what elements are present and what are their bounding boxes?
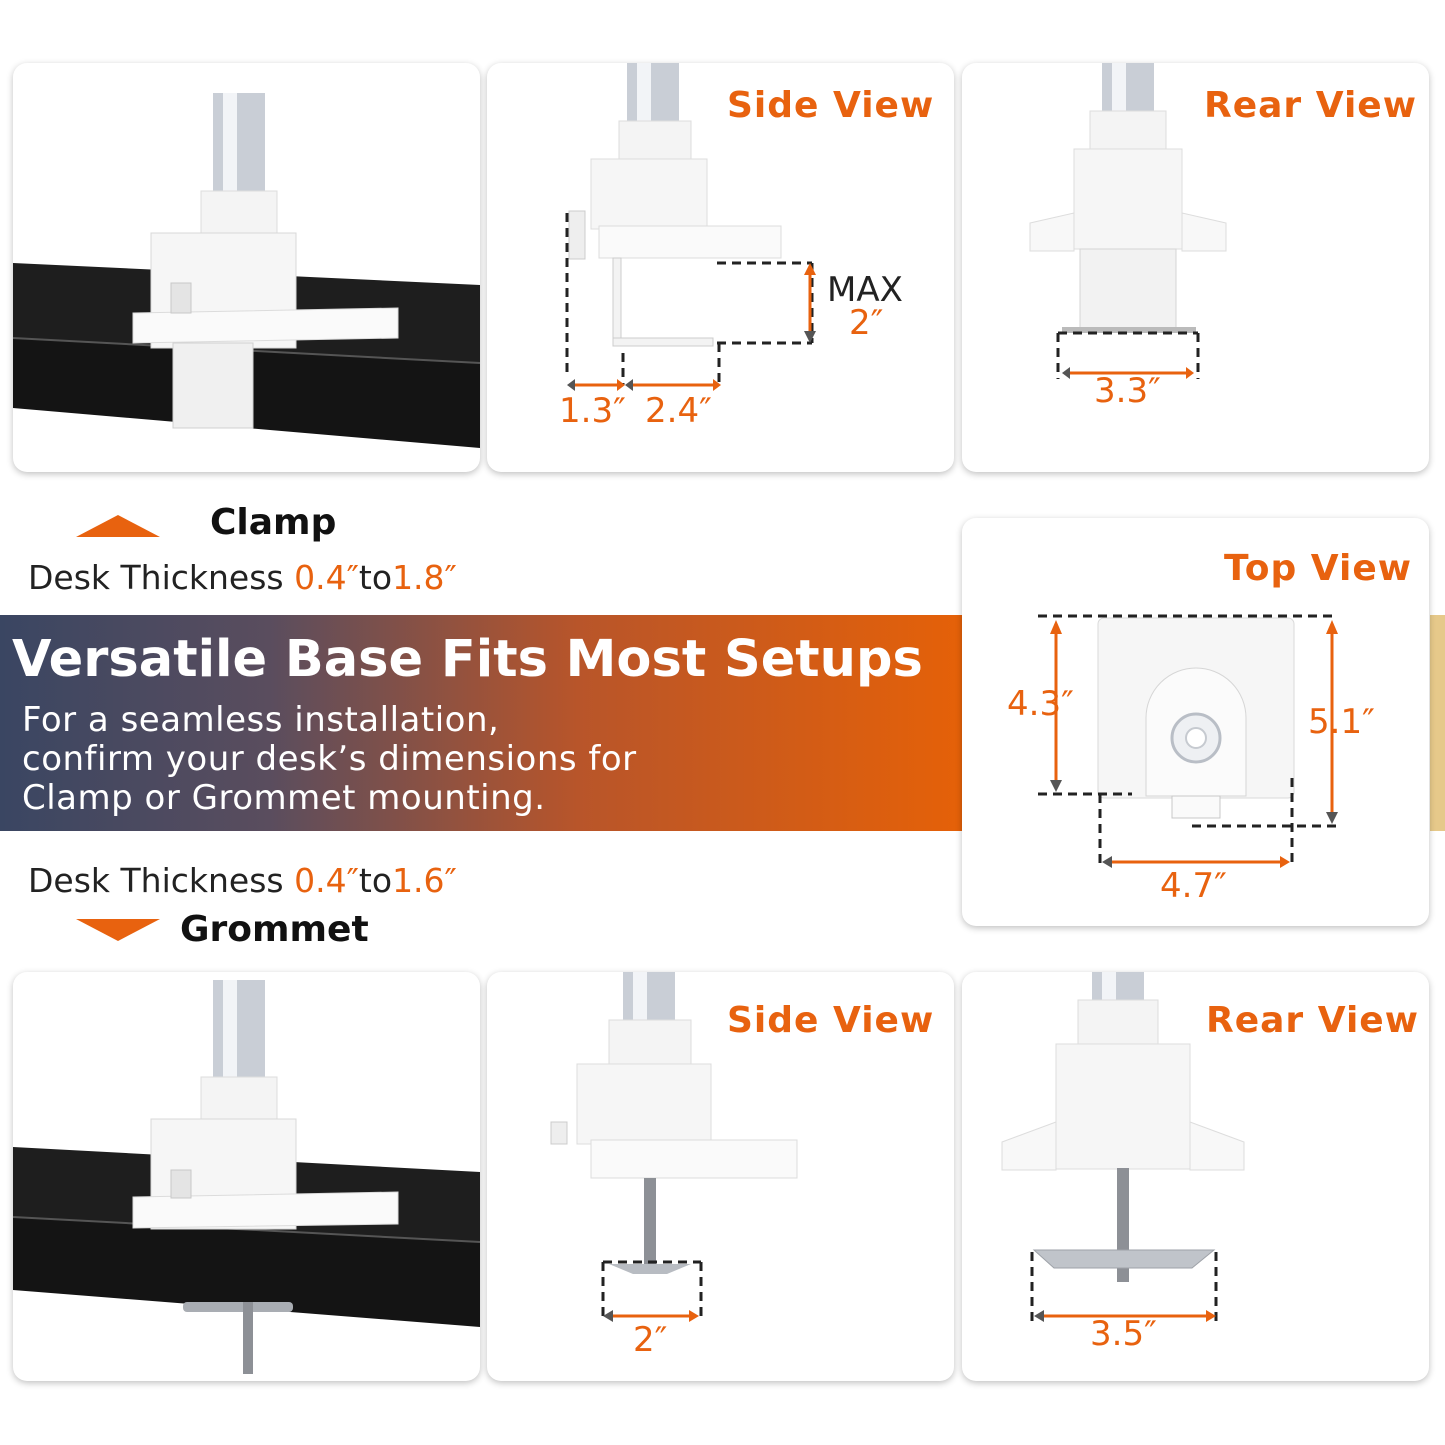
top-view-right-height: 5.1″: [1308, 702, 1375, 742]
clamp-max-value: 2″: [849, 303, 884, 343]
grommet-mount-illustration: [13, 980, 480, 1374]
clamp-side-view-card: Side View MAX 2″ 1.3″ 2.4″: [487, 63, 954, 472]
banner-subtitle-line-1: For a seamless installation,: [22, 700, 500, 740]
grommet-thickness-sep: to: [358, 861, 393, 900]
top-view-width: 4.7″: [1160, 866, 1227, 906]
grommet-thickness-max: 1.6″: [392, 861, 457, 900]
clamp-side-dim-b: 2.4″: [645, 391, 712, 431]
clamp-side-dim-a: 1.3″: [559, 391, 626, 431]
grommet-side-view-illustration: [550, 972, 798, 1322]
banner-subtitle-line-2: confirm your desk’s dimensions for: [22, 739, 637, 779]
grommet-rear-view-illustration: [1001, 972, 1245, 1322]
clamp-arrow-up-icon: [76, 515, 160, 537]
clamp-rear-width: 3.3″: [1094, 371, 1161, 411]
grommet-arrow-down-icon: [76, 919, 160, 941]
grommet-rear-view-title: Rear View: [1206, 1000, 1419, 1041]
top-view-illustration: [1038, 614, 1338, 868]
clamp-thickness-prefix: Desk Thickness: [28, 558, 295, 597]
clamp-mount-illustration: [13, 93, 480, 448]
top-view-title: Top View: [1224, 548, 1413, 589]
banner-title: Versatile Base Fits Most Setups: [12, 630, 923, 689]
grommet-side-plate-width: 2″: [633, 1320, 668, 1360]
clamp-photo-card: [13, 63, 480, 472]
clamp-rear-view-title: Rear View: [1204, 85, 1417, 126]
headline-banner: [0, 615, 963, 831]
clamp-side-view-title: Side View: [727, 85, 935, 126]
grommet-side-view-title: Side View: [727, 1000, 935, 1041]
top-view-left-height: 4.3″: [1007, 684, 1074, 724]
clamp-thickness-max: 1.8″: [392, 558, 457, 597]
banner-edge-strip: [1430, 615, 1445, 831]
clamp-side-view-illustration: [565, 63, 816, 391]
grommet-desk-thickness: Desk Thickness 0.4″to1.6″: [28, 861, 457, 900]
grommet-side-view-card: Side View 2″: [487, 972, 954, 1381]
grommet-rear-plate-width: 3.5″: [1090, 1314, 1157, 1354]
grommet-photo-card: [13, 972, 480, 1381]
grommet-thickness-min: 0.4″: [294, 861, 359, 900]
clamp-thickness-sep: to: [358, 558, 393, 597]
clamp-rear-view-illustration: [1029, 63, 1227, 379]
grommet-rear-view-card: Rear View 3.5″: [962, 972, 1429, 1381]
clamp-label: Clamp: [210, 502, 337, 543]
clamp-max-label: MAX: [827, 270, 903, 310]
clamp-thickness-min: 0.4″: [294, 558, 359, 597]
banner-subtitle-line-3: Clamp or Grommet mounting.: [22, 778, 546, 818]
grommet-thickness-prefix: Desk Thickness: [28, 861, 295, 900]
clamp-desk-thickness: Desk Thickness 0.4″to1.8″: [28, 558, 457, 597]
top-view-card: Top View 4.3″ 5.1″ 4.7″: [962, 518, 1429, 926]
clamp-rear-view-card: Rear View 3.3″: [962, 63, 1429, 472]
grommet-label: Grommet: [180, 909, 369, 950]
